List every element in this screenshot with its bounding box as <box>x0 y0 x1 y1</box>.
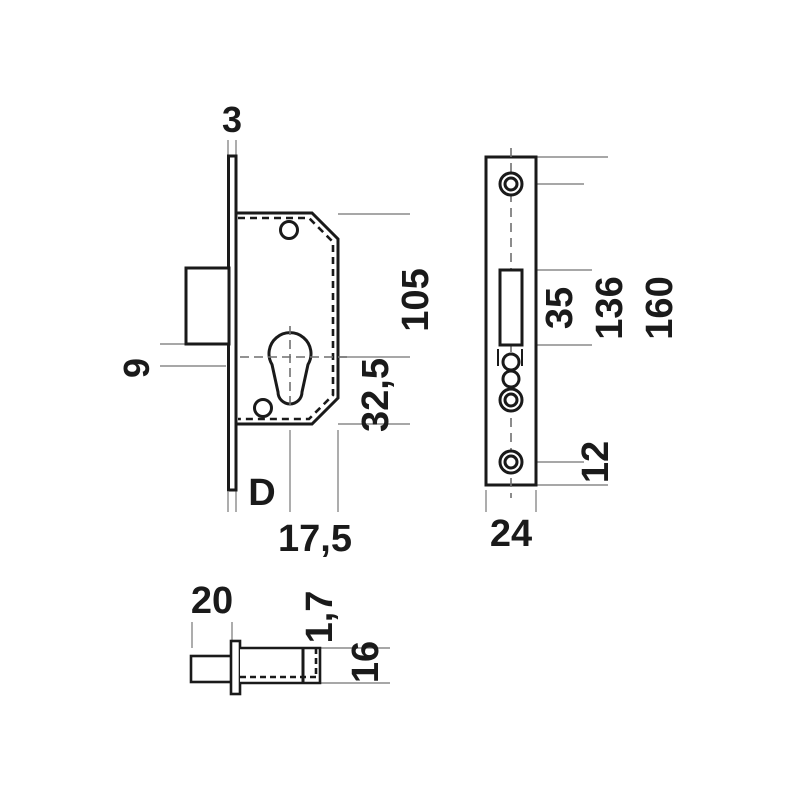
follower-hole-lower <box>501 369 521 389</box>
dim-label-bolt-projection: 9 <box>116 358 157 378</box>
strike-plate-detail-view: 20 1,7 16 <box>189 580 390 696</box>
dim-label-plate-thickness: 1,7 <box>299 591 341 644</box>
lower-fixing-hole <box>253 398 273 418</box>
strike-flange <box>229 639 242 696</box>
dim-label-centre-distance: 32,5 <box>355 358 397 432</box>
dim-label-screw-centres: 136 <box>589 276 631 339</box>
dim-label-faceplate-width: 24 <box>490 513 532 555</box>
faceplate-side-view: 35 136 160 12 24 <box>484 148 681 555</box>
strike-extension-lines <box>191 622 390 684</box>
bolt-block <box>184 266 231 346</box>
dim-label-edge-distance: 12 <box>575 441 617 483</box>
upper-fixing-hole <box>279 220 299 240</box>
dim-label-box-depth: 16 <box>345 641 387 683</box>
screw-hole-middle <box>498 387 524 413</box>
dim-label-direction-marker: D <box>248 472 275 514</box>
strike-box-outline <box>240 646 322 685</box>
dim-label-faceplate-thickness: 3 <box>222 99 242 140</box>
strike-tongue <box>189 654 234 684</box>
front-centre-lines <box>240 326 352 408</box>
lock-case-outline <box>234 211 340 426</box>
strike-box-hidden-edges <box>240 648 318 679</box>
front-elevation-view: 3 9 105 32,5 D 17,5 <box>116 99 437 560</box>
dim-label-slot-length: 35 <box>539 287 581 329</box>
dim-label-faceplate-length: 160 <box>639 276 681 339</box>
dim-label-body-height: 105 <box>395 268 437 331</box>
dim-label-backset: 17,5 <box>278 518 352 560</box>
screw-hole-top <box>498 171 524 197</box>
lock-case-hidden-edge <box>238 216 335 421</box>
bolt-slot-aperture <box>498 268 524 347</box>
follower-hole-upper <box>501 352 521 372</box>
screw-hole-bottom <box>498 449 524 475</box>
dim-label-plate-width: 20 <box>191 580 233 622</box>
